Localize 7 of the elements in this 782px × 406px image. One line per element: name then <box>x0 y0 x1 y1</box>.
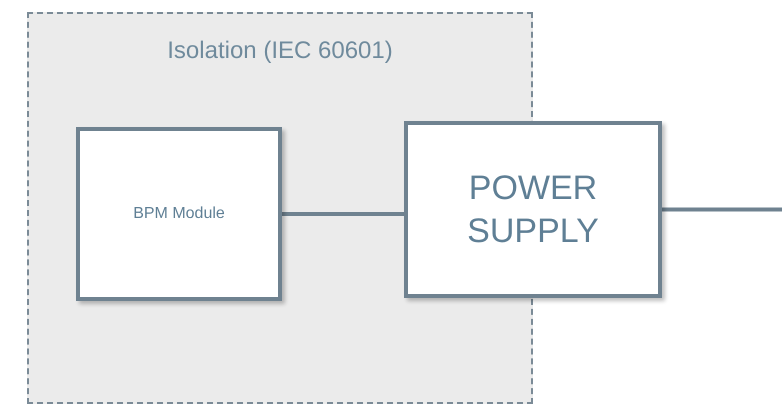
block-label: POWER SUPPLY <box>466 168 600 252</box>
region-title: Isolation (IEC 60601) <box>166 36 394 66</box>
connector-line <box>282 212 404 216</box>
block-box <box>76 127 282 301</box>
block-label: BPM Module <box>133 204 225 224</box>
block-box <box>404 121 662 298</box>
connector-line <box>662 208 782 212</box>
